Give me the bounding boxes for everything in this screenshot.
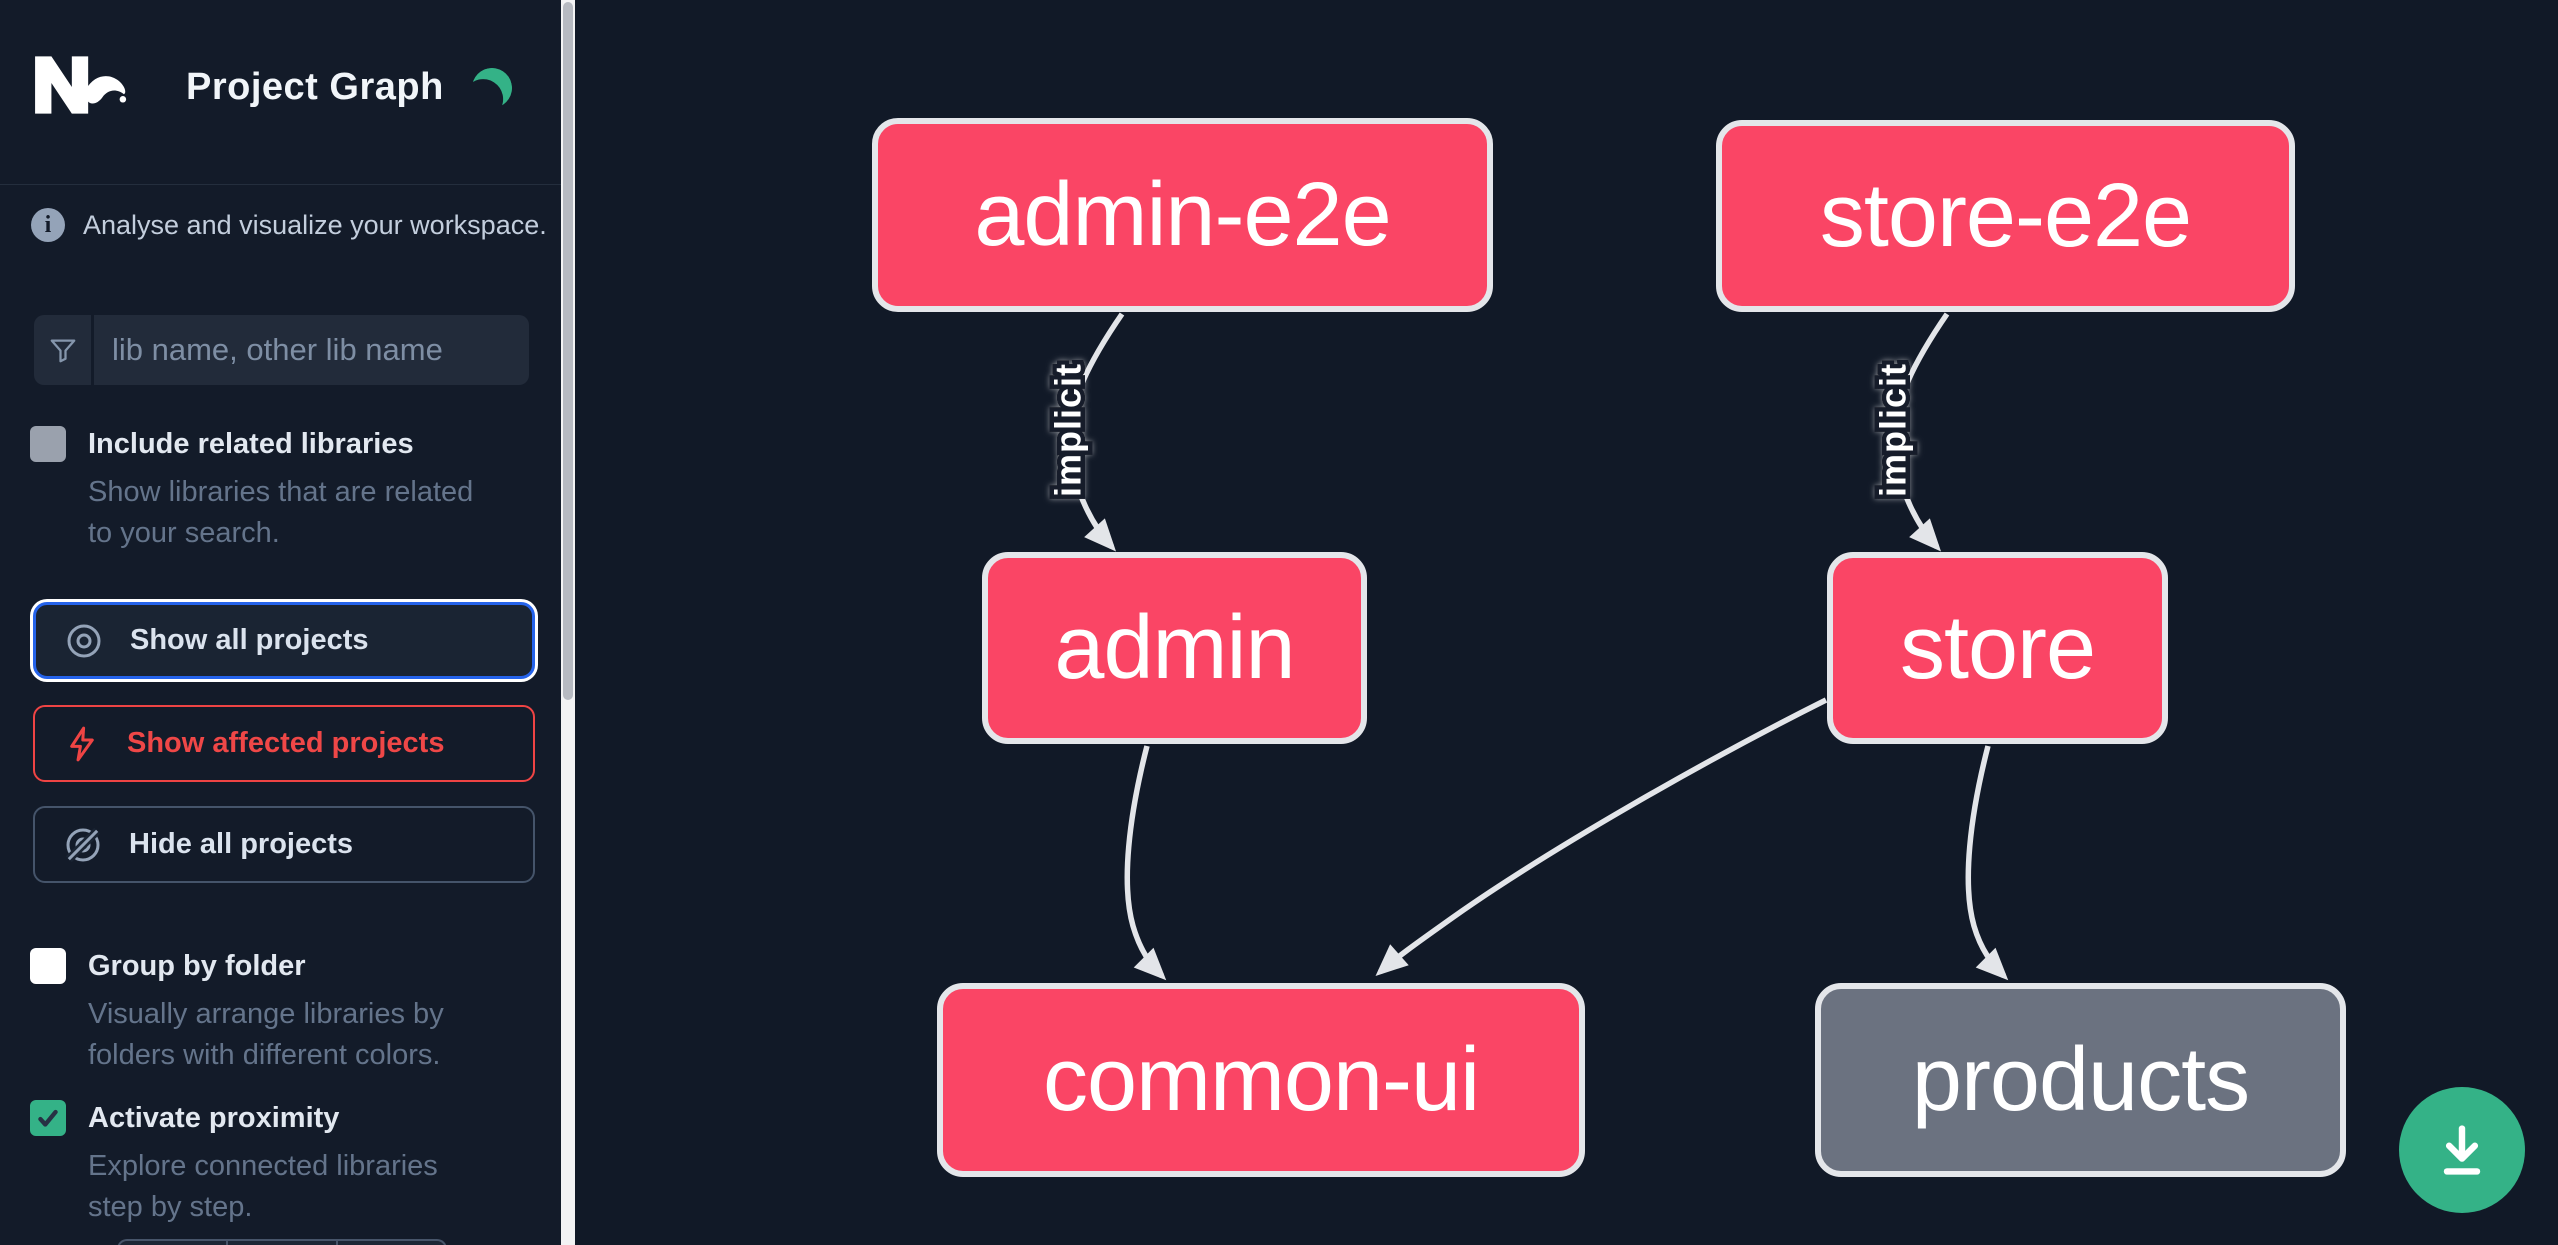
show-all-projects-button[interactable]: Show all projects [33, 602, 535, 679]
group-by-folder-checkbox[interactable] [30, 948, 66, 984]
search-input[interactable] [94, 315, 529, 385]
proximity-depth-control[interactable] [117, 1239, 447, 1245]
filter-funnel-icon [34, 315, 94, 385]
option-activate-proximity: Activate proximity Explore connected lib… [30, 1100, 530, 1228]
sidebar-header: Project Graph [0, 0, 561, 185]
sidebar-scrollbar-track[interactable] [561, 0, 575, 1245]
node-store[interactable]: store [1827, 552, 2168, 744]
group-by-folder-label: Group by folder [88, 949, 306, 982]
info-text: Analyse and visualize your workspace. [83, 209, 547, 240]
node-store-e2e[interactable]: store-e2e [1716, 120, 2295, 312]
activate-proximity-description: Explore connected libraries step by step… [88, 1150, 438, 1223]
node-products[interactable]: products [1815, 983, 2346, 1177]
nx-logo [35, 56, 127, 114]
hide-all-projects-button[interactable]: Hide all projects [33, 806, 535, 883]
include-related-description: Show libraries that are related to your … [88, 476, 474, 549]
node-admin-e2e[interactable]: admin-e2e [872, 118, 1493, 312]
proximity-depth-segment[interactable] [119, 1241, 229, 1245]
show-affected-projects-button[interactable]: Show affected projects [33, 705, 535, 782]
moon-icon[interactable] [468, 64, 515, 111]
include-related-label: Include related libraries [88, 427, 414, 460]
download-button[interactable] [2399, 1087, 2525, 1213]
activate-proximity-label: Activate proximity [88, 1101, 340, 1134]
page-title: Project Graph [186, 66, 444, 108]
check-icon [38, 1109, 58, 1127]
include-related-checkbox[interactable] [30, 426, 66, 462]
show-affected-projects-label: Show affected projects [127, 727, 445, 759]
activate-proximity-checkbox[interactable] [30, 1100, 66, 1136]
node-common-ui[interactable]: common-ui [937, 983, 1585, 1177]
eye-icon [67, 624, 101, 657]
sidebar: Project Graph i Analyse and visualize yo… [0, 0, 561, 1245]
download-icon [2443, 1125, 2481, 1175]
option-include-related: Include related libraries Show libraries… [30, 426, 530, 554]
option-group-by-folder: Group by folder Visually arrange librari… [30, 948, 530, 1076]
search-box [34, 315, 529, 385]
sidebar-scrollbar-thumb[interactable] [563, 2, 573, 700]
node-admin[interactable]: admin [982, 552, 1367, 744]
show-all-projects-label: Show all projects [130, 624, 369, 656]
hide-all-projects-label: Hide all projects [129, 828, 354, 860]
proximity-depth-segment[interactable] [228, 1241, 338, 1245]
eye-off-icon [65, 827, 101, 862]
group-by-folder-description: Visually arrange libraries by folders wi… [88, 998, 444, 1071]
info-icon: i [31, 208, 65, 242]
workspace-info: i Analyse and visualize your workspace. [31, 208, 547, 242]
bolt-icon [70, 726, 94, 761]
proximity-depth-segment[interactable] [338, 1241, 445, 1245]
